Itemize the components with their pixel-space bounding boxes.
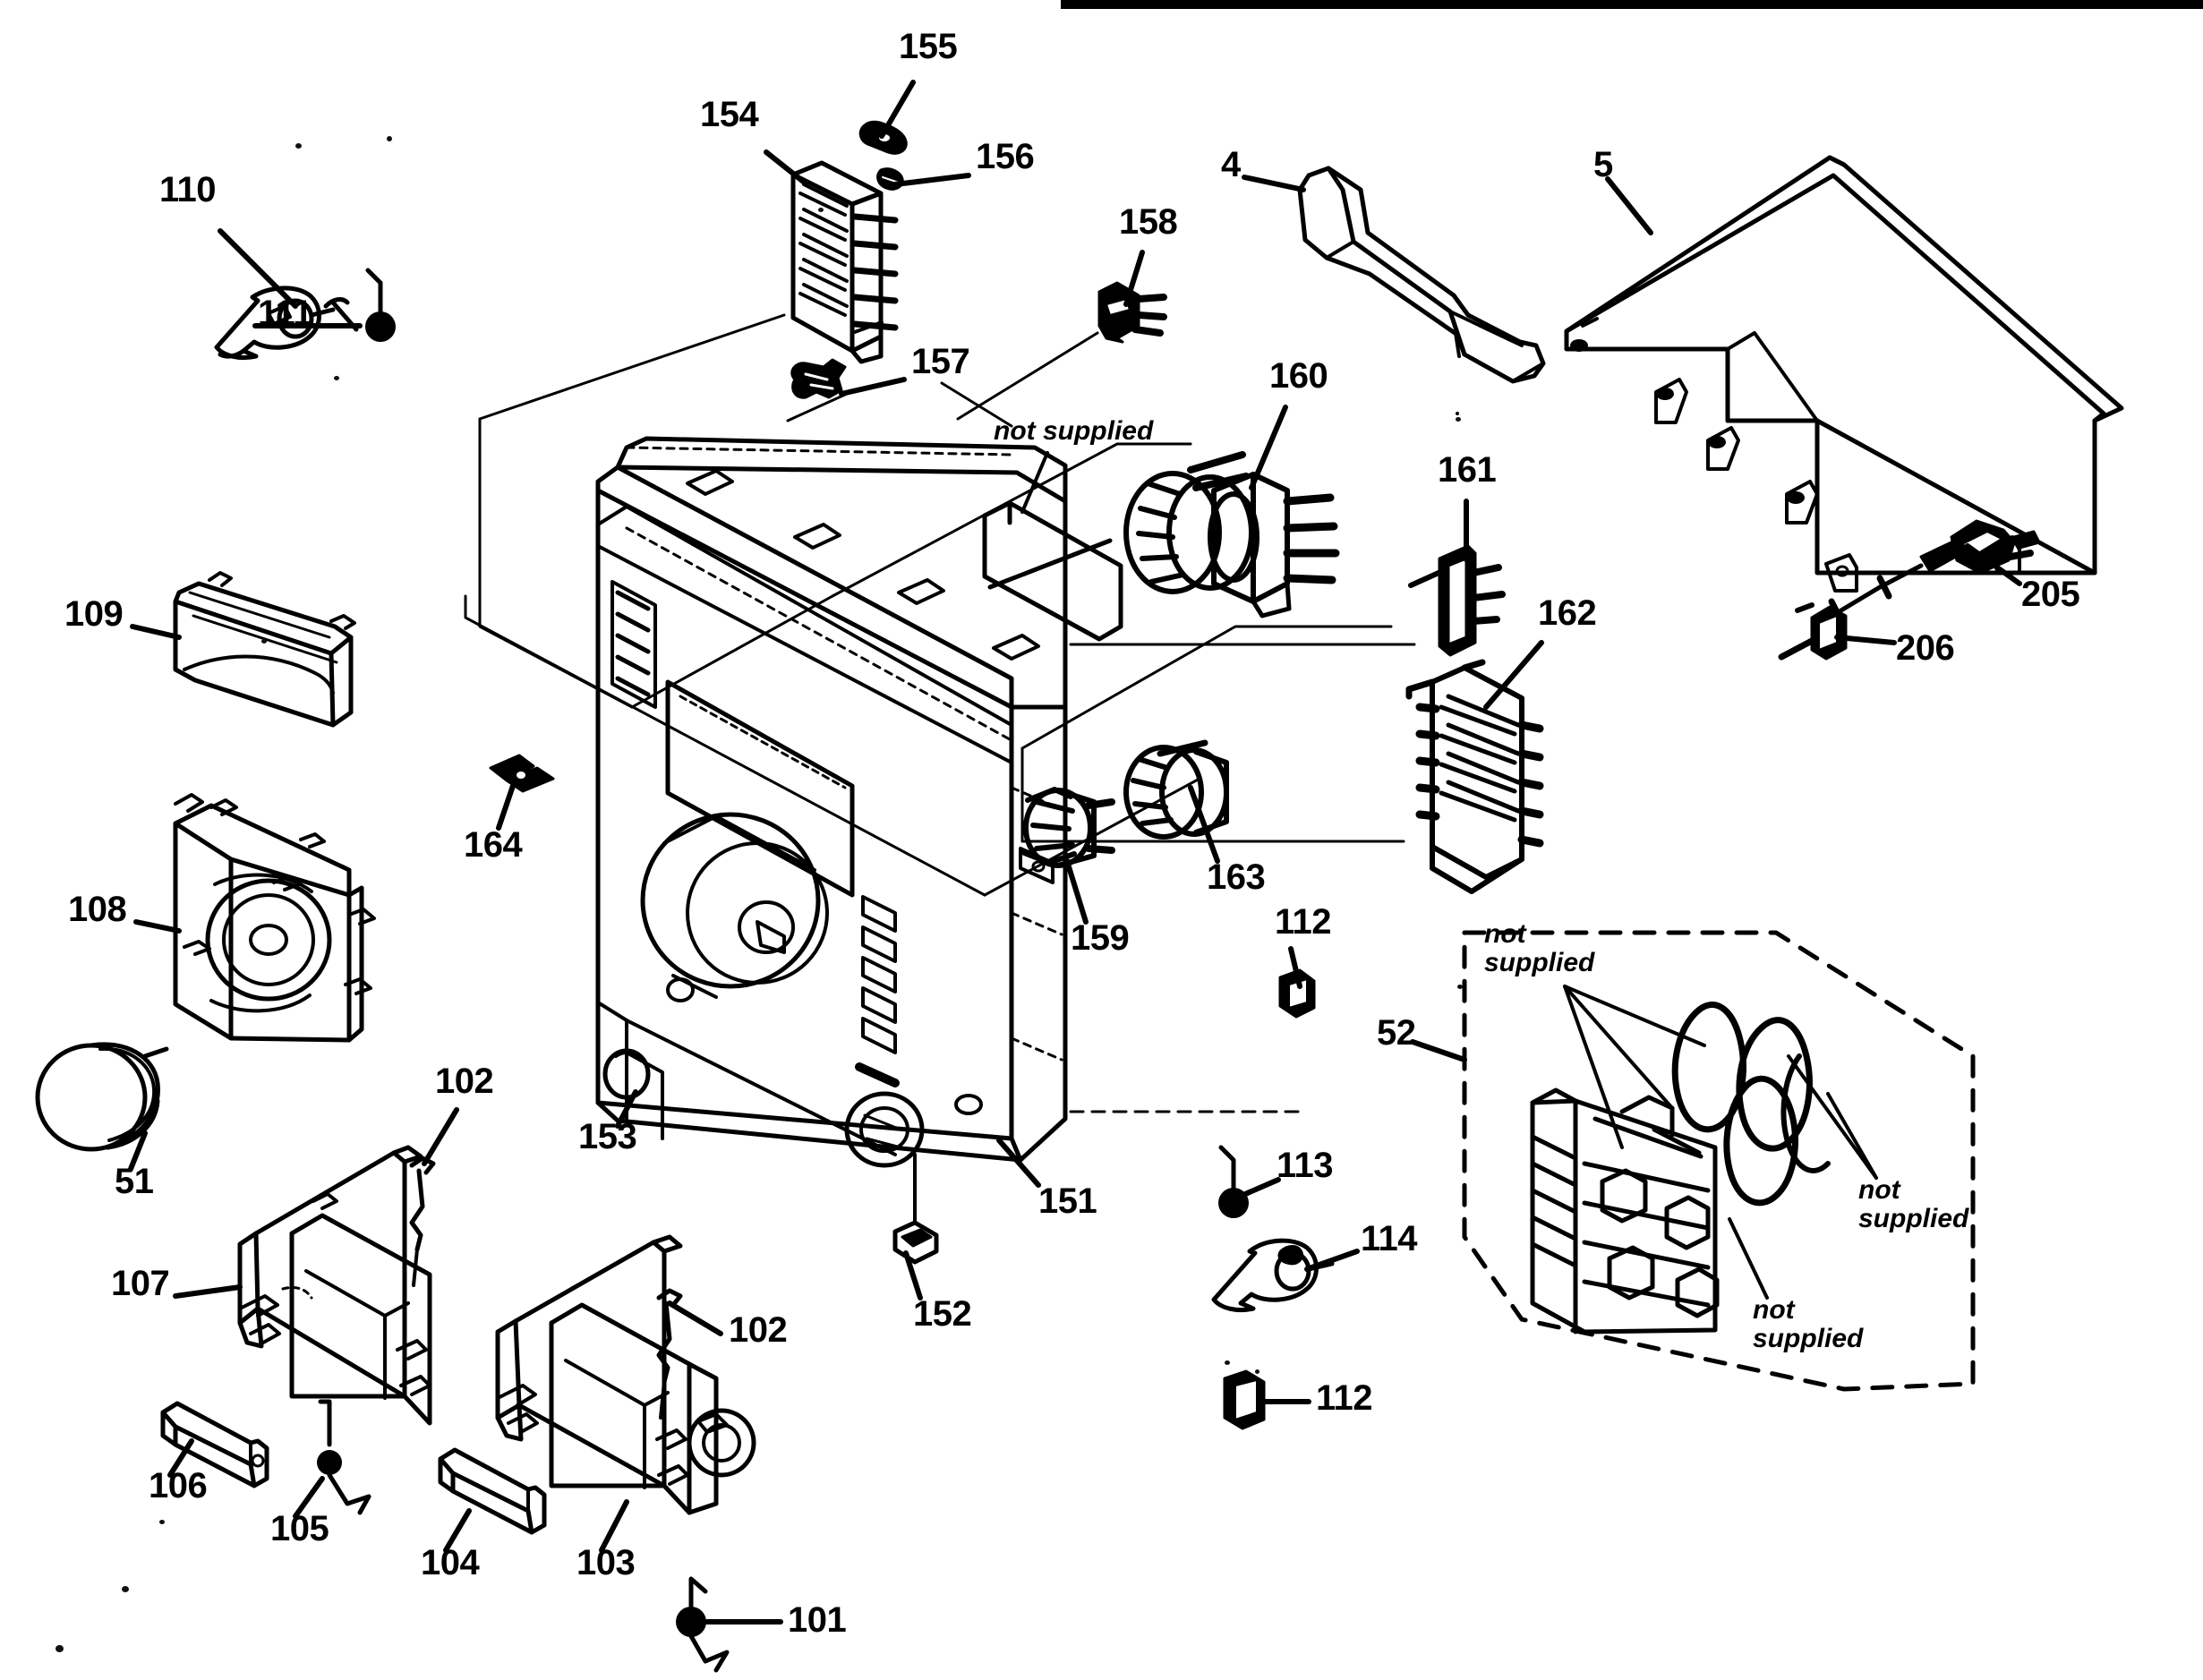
callout-156: 156 (976, 137, 1035, 176)
part-102-spring-clip-b (656, 1288, 683, 1420)
scan-artifact-bar (1061, 0, 2203, 9)
scan-speck (295, 143, 302, 149)
callout-52: 52 (1377, 1013, 1416, 1053)
callout-109: 109 (64, 594, 124, 634)
part-157-cable-clamp (790, 358, 847, 399)
callout-101: 101 (788, 1600, 847, 1640)
callout-110: 110 (159, 170, 217, 209)
callout-162: 162 (1538, 593, 1597, 633)
scan-speck (261, 639, 267, 644)
callout-155: 155 (899, 27, 958, 66)
part-52-dashed-enclosure (1462, 930, 1976, 1392)
part-107-deck-chassis (237, 1145, 432, 1426)
callout-112-b: 112 (1316, 1378, 1373, 1418)
note-not-supplied-52-b: not supplied (1858, 1175, 1969, 1233)
scan-speck (334, 376, 339, 380)
note-not-supplied-52-a: not supplied (1484, 919, 1595, 977)
note-not-supplied-top: not supplied (994, 416, 1154, 446)
callout-151: 151 (1038, 1181, 1097, 1221)
callout-102-b: 102 (729, 1310, 788, 1350)
callout-5: 5 (1593, 145, 1613, 184)
callout-111: 111 (258, 294, 312, 333)
callout-206: 206 (1896, 628, 1955, 668)
scan-speck (1255, 1369, 1259, 1374)
callout-102-a: 102 (435, 1062, 494, 1101)
callout-158: 158 (1119, 202, 1178, 242)
note-not-supplied-52-c: not supplied (1753, 1295, 1864, 1353)
part-4-brace (1297, 166, 1546, 415)
callout-106: 106 (149, 1466, 208, 1505)
part-104-bracket (438, 1447, 547, 1535)
scan-speck (1456, 417, 1461, 422)
part-101-screw (676, 1576, 730, 1673)
part-161-bracket (1408, 544, 1506, 657)
callout-164: 164 (464, 825, 523, 865)
part-160-motor-assembly (1123, 451, 1340, 618)
part-154-terminal-block (790, 160, 899, 364)
part-52-pcb-assembly (1530, 1002, 1831, 1335)
part-112-foot-b (1223, 1369, 1266, 1430)
part-163-pulley (1123, 739, 1229, 840)
callout-160: 160 (1269, 356, 1328, 396)
scan-speck (818, 208, 824, 212)
callout-104: 104 (421, 1543, 480, 1582)
scan-speck (122, 1586, 129, 1592)
callout-157: 157 (911, 342, 970, 381)
part-106-bracket (160, 1401, 269, 1488)
callout-161: 161 (1438, 450, 1497, 490)
part-51-woofer (35, 1042, 169, 1152)
callout-107: 107 (111, 1264, 170, 1303)
part-110-lever (214, 286, 350, 361)
callout-205: 205 (2021, 575, 2080, 614)
part-108-speaker (173, 793, 376, 1043)
callout-51: 51 (115, 1162, 154, 1201)
part-205-206-power-cord (1778, 519, 2041, 661)
callout-113: 113 (1277, 1146, 1334, 1185)
scan-speck (387, 136, 392, 141)
scan-speck (1457, 985, 1463, 989)
part-105-spring-wire (317, 1399, 371, 1515)
part-113-screw (1218, 1145, 1249, 1218)
callout-154: 154 (700, 95, 759, 134)
part-164-bracket (489, 754, 555, 793)
scan-speck (56, 1645, 64, 1652)
callout-112-a: 112 (1275, 902, 1332, 942)
part-not-supplied-panel (982, 500, 1123, 642)
callout-152: 152 (913, 1294, 972, 1334)
callout-105: 105 (270, 1509, 329, 1548)
part-152-foot (892, 1153, 939, 1265)
callout-103: 103 (576, 1543, 636, 1582)
callout-159: 159 (1071, 918, 1130, 958)
part-103-deck-chassis (495, 1234, 756, 1515)
callout-163: 163 (1207, 857, 1266, 897)
scan-speck (159, 1520, 165, 1524)
scan-speck (1225, 1360, 1230, 1365)
part-162-connector-strip (1405, 659, 1544, 894)
callout-114: 114 (1361, 1219, 1418, 1258)
callout-153: 153 (578, 1117, 637, 1156)
callout-4: 4 (1221, 145, 1241, 184)
callout-108: 108 (68, 890, 127, 929)
